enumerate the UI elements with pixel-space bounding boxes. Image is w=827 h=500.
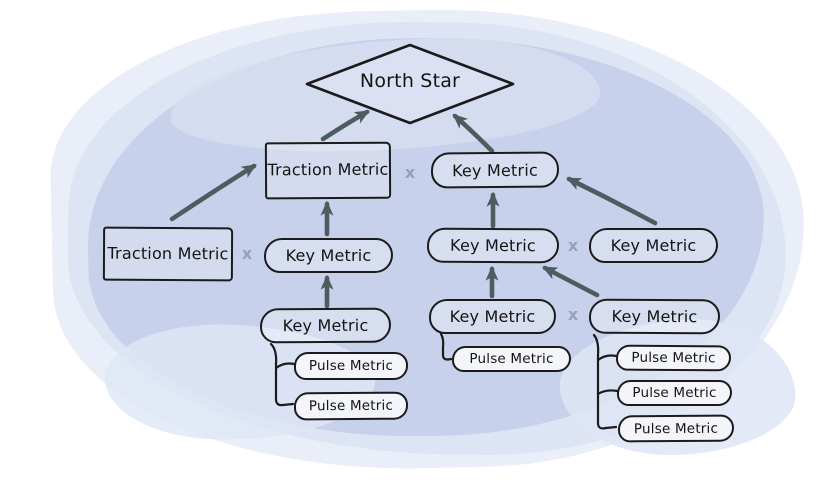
multiply-symbol: x <box>567 235 579 255</box>
arrow-key-top-to-north-star <box>452 113 495 154</box>
pulse-metric: Pulse Metric <box>617 380 732 406</box>
key-metric-mid-left: Key Metric <box>264 238 393 273</box>
multiply-symbol: x <box>567 304 579 324</box>
key-metric-bottom-right: Key Metric <box>588 298 721 335</box>
multiply-symbol: x <box>241 243 253 263</box>
arrow-traction-left-to-traction-center <box>169 163 257 222</box>
key-metric-mid-center: Key Metric <box>426 227 560 264</box>
pulse-metric: Pulse Metric <box>293 391 409 421</box>
key-metric-top: Key Metric <box>430 151 560 189</box>
connector-right-tick-1 <box>596 354 618 362</box>
connector-right-tick-2 <box>596 389 619 396</box>
traction-metric-left: Traction Metric <box>102 226 234 282</box>
pulse-metric: Pulse Metric <box>617 414 735 443</box>
traction-metric-center: Traction Metric <box>264 141 392 200</box>
pulse-metric: Pulse Metric <box>294 352 408 380</box>
key-metric-lower-left: Key Metric <box>259 307 392 344</box>
north-star-label: North Star <box>359 70 461 92</box>
key-metric-mid-right: Key Metric <box>589 228 718 263</box>
arrow-key-mid-right-to-key-top <box>566 176 658 226</box>
pulse-metric: Pulse Metric <box>615 344 732 372</box>
north-star-diamond <box>305 43 515 125</box>
connector-right-bracket <box>592 333 618 430</box>
connector-center-bracket <box>439 332 453 361</box>
arrow-traction-center-to-north-star <box>320 109 370 142</box>
connector-left-bracket <box>269 342 295 407</box>
key-metric-bottom-center: Key Metric <box>429 299 556 334</box>
arrow-key-bottom-right-to-key-mid-center <box>542 265 600 298</box>
connector-left-tick-1 <box>274 362 296 370</box>
multiply-symbol: x <box>404 162 416 182</box>
pulse-metric: Pulse Metric <box>452 346 571 372</box>
